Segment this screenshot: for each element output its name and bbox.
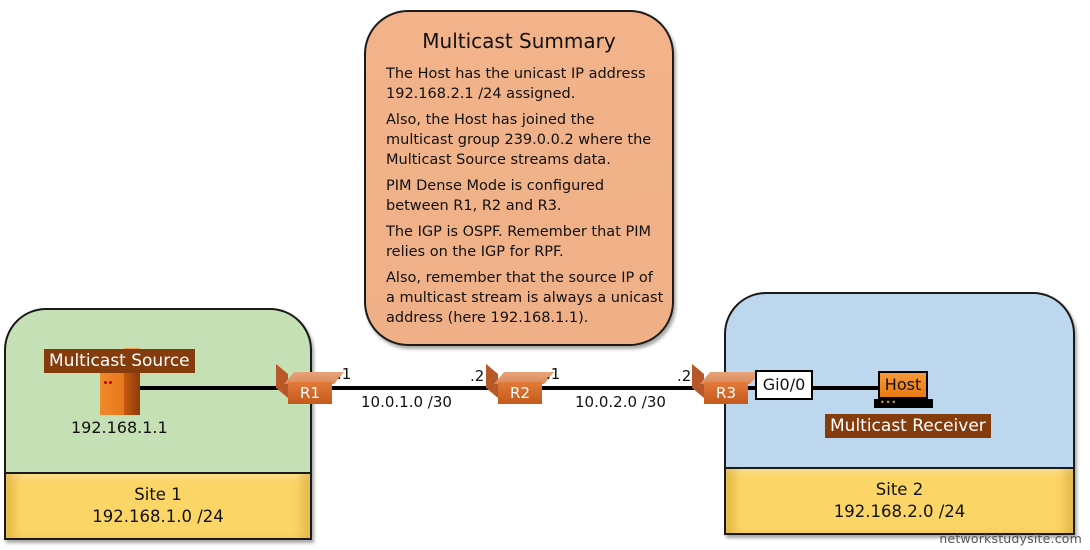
router-r1[interactable]: R1 xyxy=(276,363,345,406)
r3-gi-link xyxy=(740,386,760,390)
summary-paragraph: Also, remember that the source IP of a m… xyxy=(386,270,664,326)
host-icon[interactable]: Host xyxy=(878,371,928,399)
server-icon-side xyxy=(124,364,140,415)
r2-link-octet: .2 xyxy=(470,367,485,385)
site2-footer: Site 2 192.168.2.0 /24 xyxy=(726,467,1073,533)
site2-name: Site 2 xyxy=(875,480,924,499)
router-r2[interactable]: R2 xyxy=(486,363,555,406)
gi-host-link xyxy=(812,386,880,390)
summary-paragraph: PIM Dense Mode is configured between R1,… xyxy=(386,178,605,214)
router-r3[interactable]: R3 xyxy=(692,363,761,406)
server-icon xyxy=(100,373,124,415)
interface-gi0-0: Gi0/0 xyxy=(755,370,813,400)
summary-body: The Host has the unicast IP address 192.… xyxy=(386,64,664,334)
r2-r3-link xyxy=(540,386,710,390)
r1-r2-link xyxy=(330,386,500,390)
link1-subnet: 10.0.1.0 /30 xyxy=(361,393,452,411)
site1-area: Site 1 192.168.1.0 /24 xyxy=(4,308,312,540)
source-ip: 192.168.1.1 xyxy=(71,418,168,437)
router-r2-label: R2 xyxy=(498,382,542,404)
summary-title: Multicast Summary xyxy=(422,29,616,53)
multicast-source-label: Multicast Source xyxy=(44,349,195,373)
multicast-receiver-label: Multicast Receiver xyxy=(825,414,991,438)
server-led xyxy=(109,381,112,384)
host-laptop-base xyxy=(874,399,933,408)
site1-name: Site 1 xyxy=(134,485,182,504)
site1-footer: Site 1 192.168.1.0 /24 xyxy=(6,472,310,538)
site1-subnet: 192.168.1.0 /24 xyxy=(92,507,224,526)
site2-subnet: 192.168.2.0 /24 xyxy=(833,502,966,521)
r3-link-octet: .2 xyxy=(677,367,692,385)
source-r1-link xyxy=(138,386,288,390)
multicast-summary-callout: Multicast Summary The Host has the unica… xyxy=(364,10,674,346)
router-r1-label: R1 xyxy=(288,382,332,404)
summary-paragraph: Also, the Host has joined the multicast … xyxy=(386,112,652,168)
link2-subnet: 10.0.2.0 /30 xyxy=(575,393,666,411)
site2-area: Site 2 192.168.2.0 /24 xyxy=(724,292,1075,535)
r2-link2-octet: .1 xyxy=(546,365,561,383)
summary-paragraph: The IGP is OSPF. Remember that PIM relie… xyxy=(386,224,652,260)
summary-paragraph: The Host has the unicast IP address 192.… xyxy=(386,66,646,102)
host-indicator: ••• xyxy=(880,398,898,407)
router-r3-label: R3 xyxy=(704,382,748,404)
server-led xyxy=(104,381,107,384)
host-label: Host xyxy=(884,375,922,394)
watermark: networkstudysite.com xyxy=(939,531,1082,546)
r1-link-octet: .1 xyxy=(337,365,352,383)
